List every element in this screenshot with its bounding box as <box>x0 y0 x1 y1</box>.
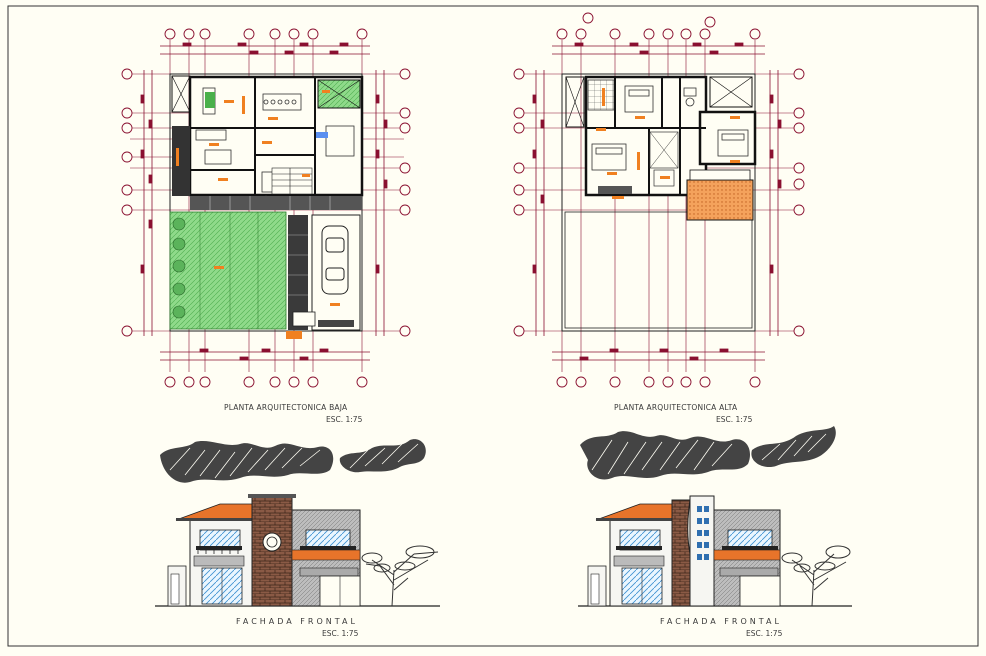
front-facade-2 <box>578 495 852 607</box>
tree-icon <box>361 545 439 607</box>
axis-bubble-icon <box>121 28 411 388</box>
plan-scale-upper-floor: ESC. 1:75 <box>716 415 753 424</box>
ground-floor-plan <box>121 28 411 388</box>
front-facade-1 <box>155 494 440 607</box>
car-icon <box>321 225 349 295</box>
plan-scale-ground-floor: ESC. 1:75 <box>326 415 363 424</box>
facade-title-2: FACHADA FRONTAL <box>660 617 782 626</box>
upper-floor-plan <box>513 12 805 388</box>
sheet-border <box>7 5 979 647</box>
plan-title-upper-floor: PLANTA ARQUITECTONICA ALTA <box>614 403 738 412</box>
cloud-icon <box>160 426 836 483</box>
tree-icon <box>781 545 851 607</box>
facade-scale-1: ESC. 1:75 <box>322 629 359 638</box>
plan-title-ground-floor: PLANTA ARQUITECTONICA BAJA <box>224 403 348 412</box>
shrub-icon <box>172 217 186 319</box>
axis-bubble-icon <box>513 12 805 388</box>
facade-title-1: FACHADA FRONTAL <box>236 617 358 626</box>
facade-scale-2: ESC. 1:75 <box>746 629 783 638</box>
